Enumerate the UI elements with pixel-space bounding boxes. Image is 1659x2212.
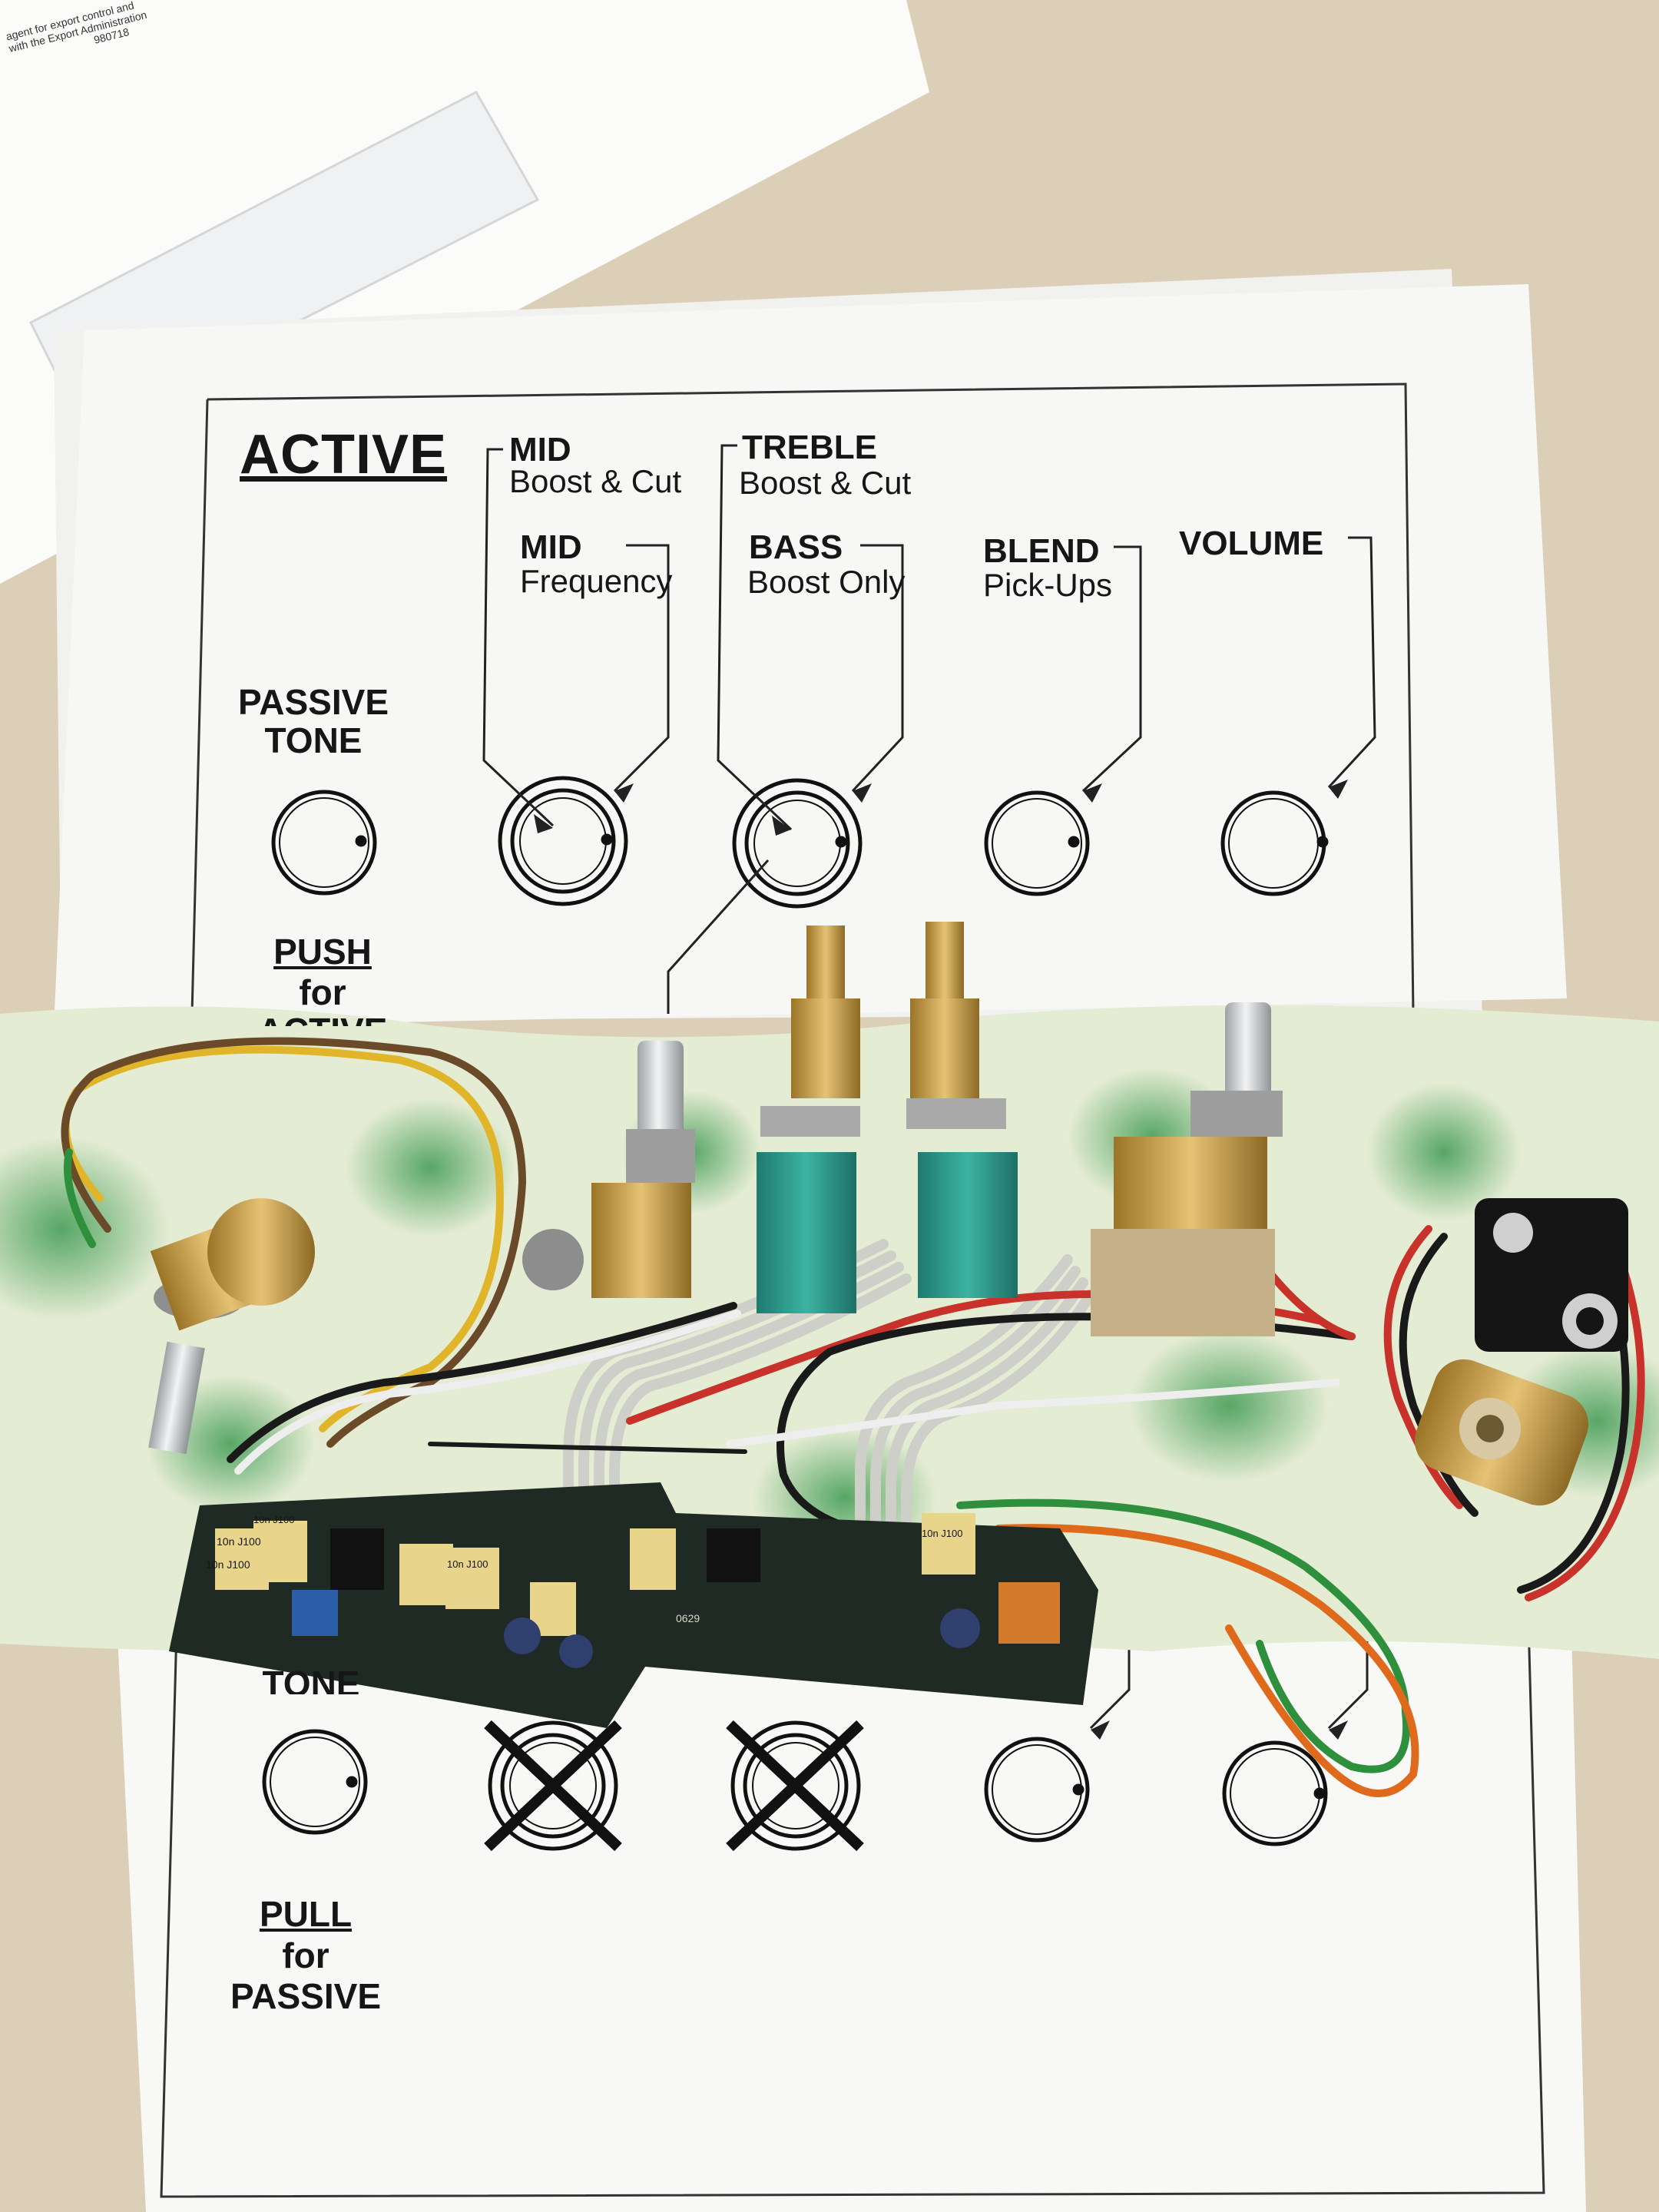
pot-treble-bass (757, 926, 860, 1313)
blend-sub: Pick-Ups (983, 567, 1113, 603)
frame-left (190, 399, 209, 1015)
knob-passive-tone (271, 790, 377, 896)
knob-treble (732, 778, 863, 909)
cap-label-1: 10n J100 (217, 1535, 261, 1548)
pot-mid (522, 1041, 695, 1298)
wire-green-orange-2 (995, 1524, 1419, 1797)
bass-title: BASS (749, 528, 843, 566)
wire-green-orange-1 (956, 1498, 1411, 1773)
pull-label-line3: PASSIVE (230, 1976, 381, 2016)
wire-black-horizontal (428, 1442, 747, 1454)
pot-blend (906, 922, 1018, 1298)
battery-clip (1475, 1198, 1628, 1352)
frame-bottom (160, 1620, 1545, 2198)
treble-sub: Boost & Cut (739, 465, 912, 501)
pull-label-line2: for (282, 1936, 329, 1975)
wire-twisted-white (234, 1310, 741, 1475)
wire-white-long (726, 1379, 1340, 1448)
knob-volume (1220, 790, 1329, 896)
mid-title: MID (509, 431, 571, 469)
output-jack (1414, 1359, 1589, 1506)
arrow-heads (534, 780, 1348, 836)
active-header: ACTIVE (240, 424, 448, 485)
wire-brown (61, 1037, 527, 1448)
bass-sub: Boost Only (747, 564, 906, 600)
push-label-line2: for (299, 972, 346, 1012)
bottom-tone-label: TONE (262, 1665, 360, 1694)
pull-label-line1: PULL (259, 1894, 353, 1934)
knob-bottom-volume (1222, 1740, 1328, 1846)
cap-label-3: 10n J100 (447, 1558, 488, 1570)
wires (61, 1037, 1645, 1797)
push-label-line1: PUSH (273, 932, 372, 972)
cap-label-2: 10n J100 (206, 1558, 250, 1571)
cap-label-4: 10n J100 (922, 1528, 963, 1539)
wire-battery-black (1399, 1233, 1479, 1517)
mid-frequency-title: MID (520, 528, 582, 566)
wire-battery-red (1383, 1225, 1463, 1509)
wire-green-left (64, 1148, 96, 1248)
chip-label: 0629 (676, 1612, 700, 1624)
mid-frequency-sub: Frequency (520, 563, 673, 599)
knob-blend (984, 790, 1090, 896)
lower-sheet (115, 1590, 1586, 2212)
knob-bottom-tone (262, 1729, 368, 1835)
pot-volume (1091, 1002, 1283, 1336)
volume-title: VOLUME (1179, 525, 1324, 562)
frame-top (207, 382, 1415, 1015)
passive-tone-line2: TONE (264, 720, 363, 760)
wire-twisted-black (227, 1302, 737, 1463)
cap-label-5: 10n J100 (253, 1514, 295, 1525)
board-components (215, 1513, 1060, 1668)
wire-battery-red-2 (1525, 1256, 1645, 1601)
knob-mid (498, 776, 628, 906)
blend-title: BLEND (983, 532, 1100, 570)
knob-bottom-blend (984, 1737, 1090, 1843)
passive-tone-line1: PASSIVE (238, 682, 389, 722)
treble-title: TREBLE (742, 429, 877, 466)
knob-bottom-treble-crossed (726, 1720, 864, 1852)
knob-bottom-mid-crossed (484, 1720, 622, 1852)
mid-sub: Boost & Cut (509, 463, 682, 499)
instruction-sheet (54, 284, 1567, 1029)
push-label-line3: ACTIVE (258, 1012, 388, 1026)
pot-passive-tone (148, 1198, 315, 1455)
pointer-lines (482, 444, 1376, 1014)
